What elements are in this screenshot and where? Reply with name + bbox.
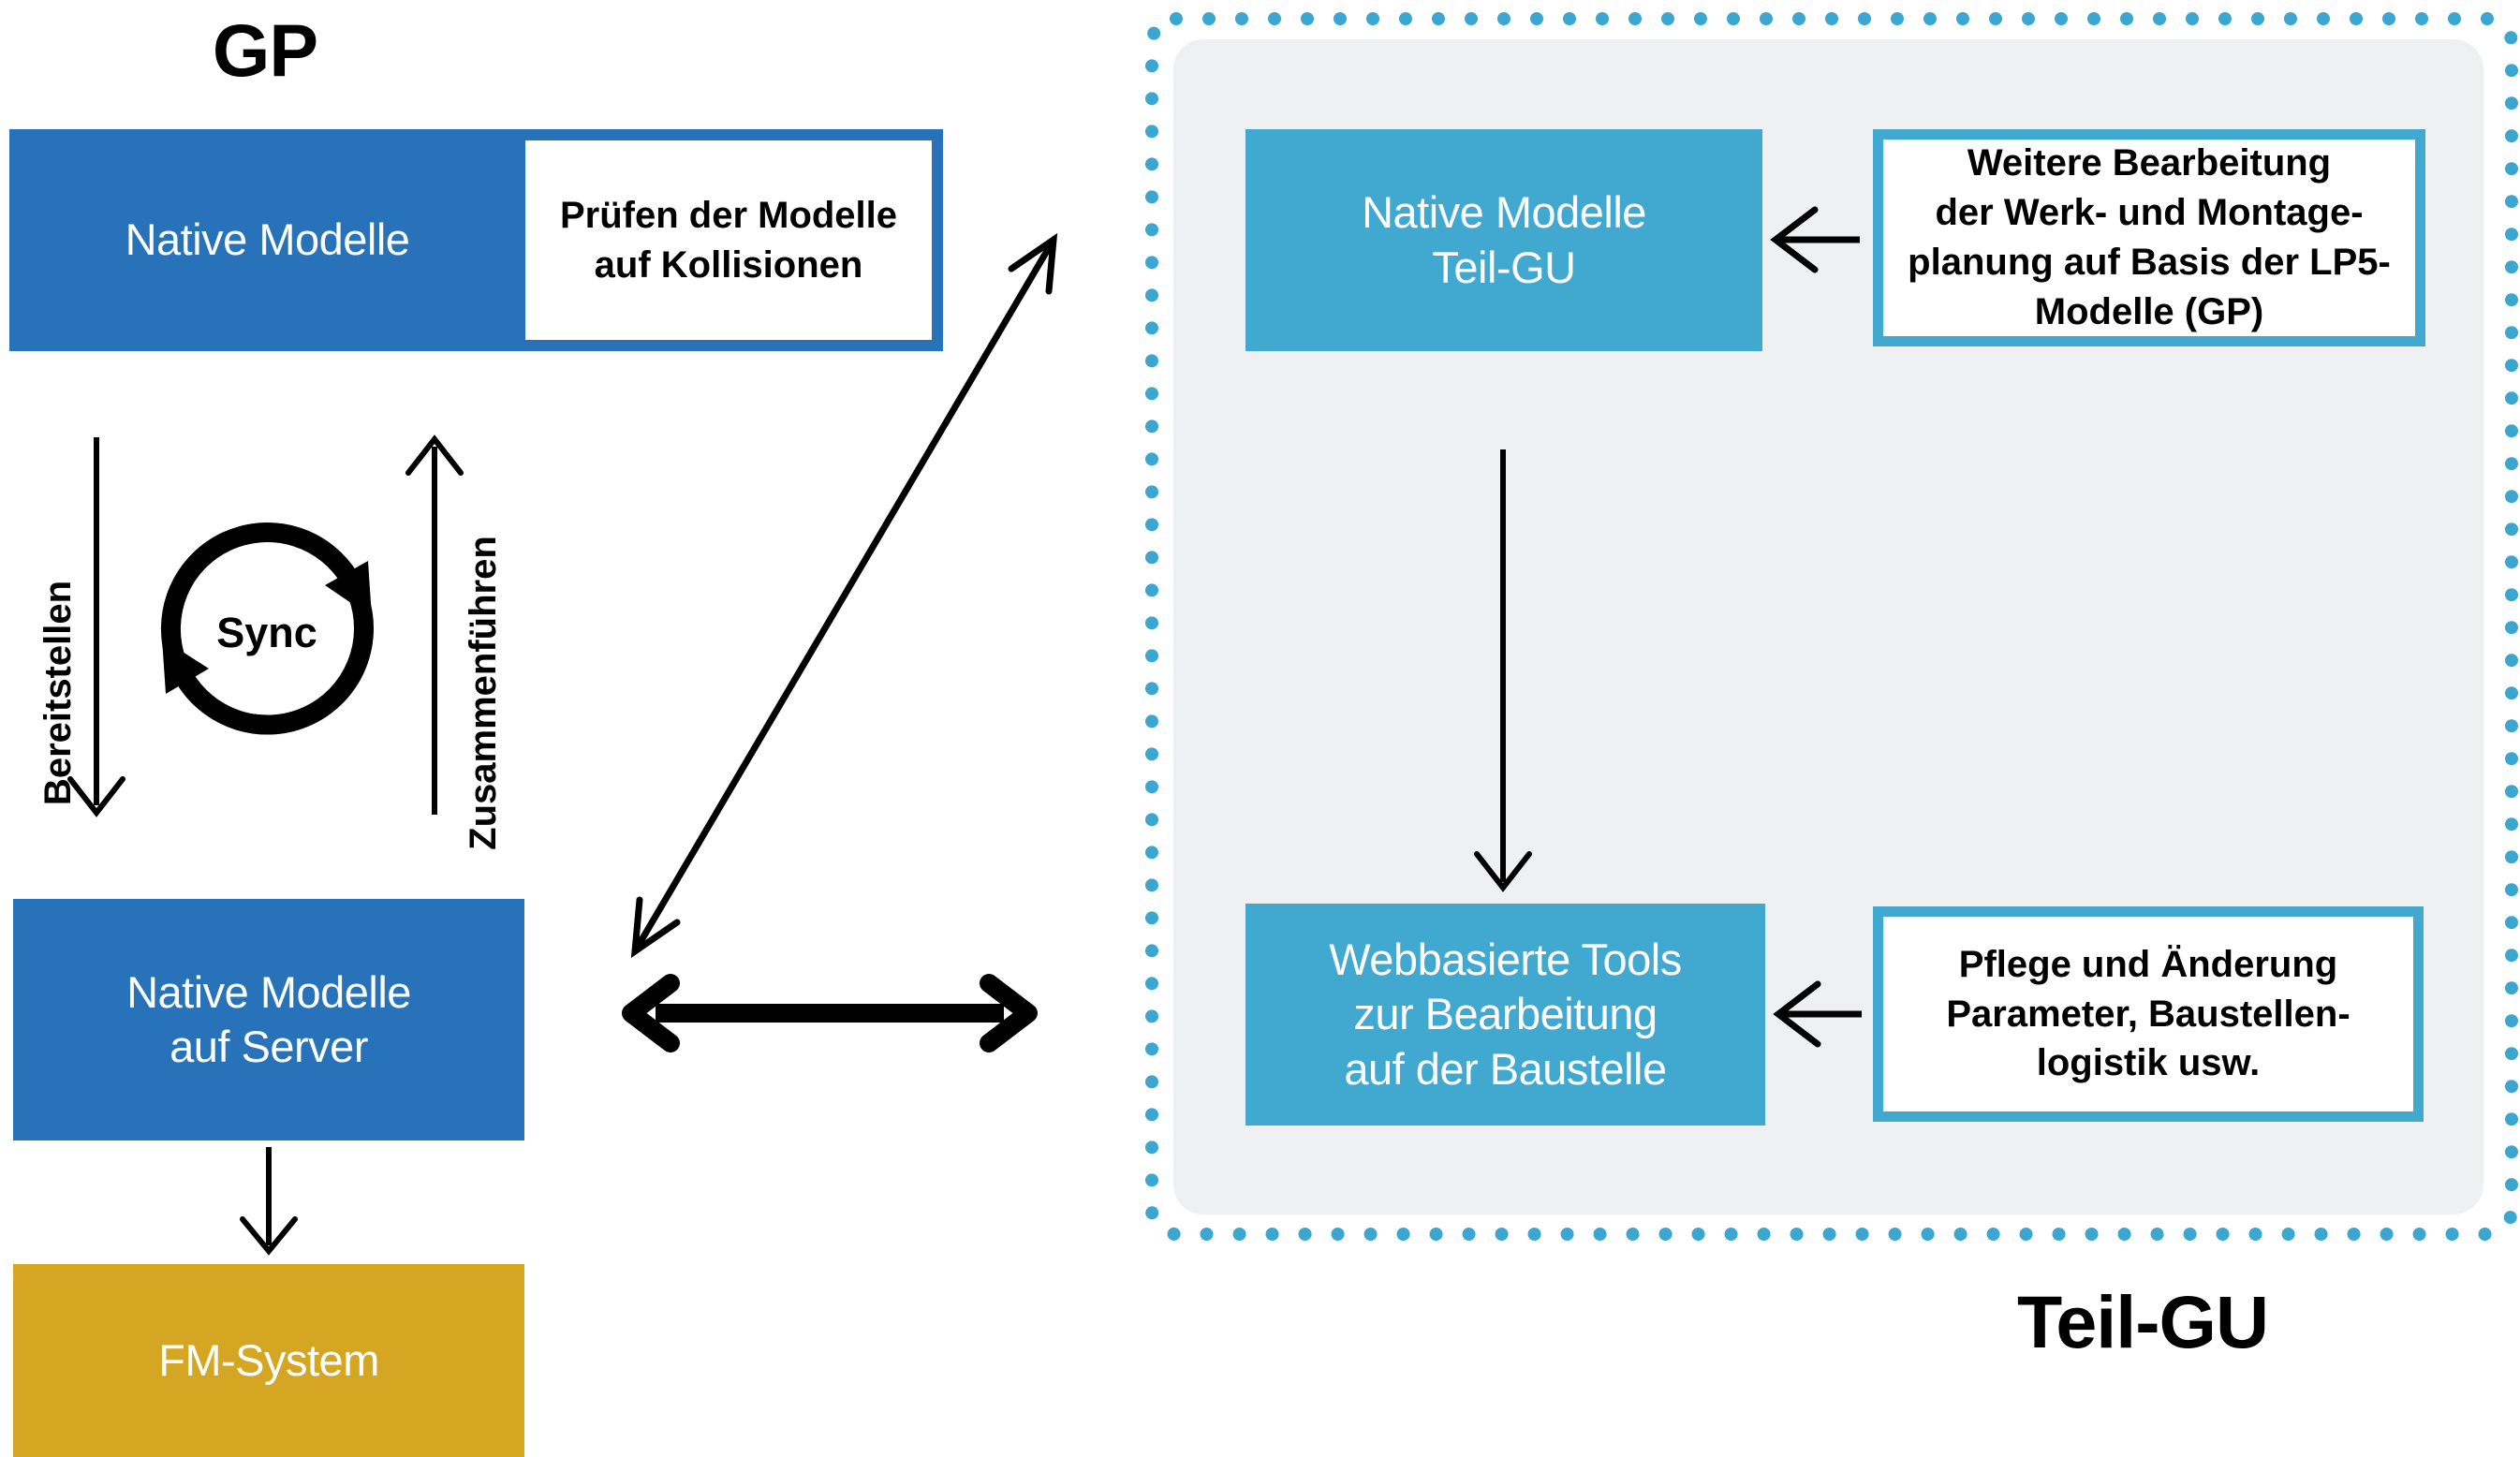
diagonal-double-arrow-icon: [630, 232, 1058, 959]
zusammenfuehren-label: Zusammenführen: [463, 536, 504, 850]
weitere-to-teilgu-arrow-icon: [1770, 206, 1860, 273]
native-modelle-teilgu-box: Native Modelle Teil-GU: [1245, 129, 1762, 351]
sync-label: Sync: [216, 609, 317, 656]
pflege-line-2: Parameter, Baustellen-: [1946, 993, 2351, 1035]
webbasierte-tools-box: Webbasierte Tools zur Bearbeitung auf de…: [1245, 904, 1765, 1126]
pruefen-line-1: Prüfen der Modelle: [559, 194, 898, 236]
teilgu-title: Teil-GU: [2016, 1280, 2269, 1363]
weitere-line-3: planung auf Basis der LP5-: [1908, 242, 2391, 283]
teilgu-box-line-1: Native Modelle: [1362, 187, 1646, 238]
weitere-bearbeitung-box: Weitere Bearbeitung der Werk- und Montag…: [1873, 129, 2425, 346]
thick-double-arrow-icon: [622, 974, 1038, 1052]
fm-system-label: FM-System: [158, 1334, 379, 1385]
pflege-line-1: Pflege und Änderung: [1958, 943, 2338, 985]
weitere-line-2: der Werk- und Montage-: [1935, 192, 2364, 234]
native-modelle-label: Native Modelle: [125, 214, 410, 265]
weitere-line-4: Modelle (GP): [2034, 290, 2264, 332]
zusammenfuehren-up-arrow-icon: [405, 434, 464, 815]
server-to-fm-arrow-icon: [240, 1147, 298, 1256]
pflege-aenderung-box: Pflege und Änderung Parameter, Baustelle…: [1873, 906, 2424, 1122]
native-modelle-server-box: Native Modelle auf Server: [13, 899, 524, 1141]
bereitstellen-label: Bereitstellen: [37, 580, 79, 806]
webtools-line-1: Webbasierte Tools: [1329, 935, 1682, 985]
bereitstellen-down-arrow-icon: [67, 437, 125, 817]
pflege-line-3: logistik usw.: [2036, 1042, 2261, 1084]
pruefen-kollisionen-box: Prüfen der Modelle auf Kollisionen: [525, 140, 932, 340]
pflege-to-webtools-arrow-icon: [1773, 980, 1862, 1048]
weitere-line-1: Weitere Bearbeitung: [1967, 142, 2332, 184]
teilgu-box-line-2: Teil-GU: [1432, 242, 1576, 292]
server-line-2: auf Server: [169, 1022, 368, 1071]
webtools-line-3: auf der Baustelle: [1344, 1043, 1667, 1094]
server-line-1: Native Modelle: [126, 966, 411, 1017]
teilgu-dotted-border-icon: [1145, 12, 2518, 1241]
pruefen-line-2: auf Kollisionen: [594, 243, 863, 286]
fm-system-box: FM-System: [13, 1264, 524, 1457]
sync-icon: [160, 522, 374, 735]
webtools-line-2: zur Bearbeitung: [1353, 989, 1658, 1039]
gp-title: GP: [212, 8, 318, 92]
native-modelle-box: Native Modelle Prüfen der Modelle auf Ko…: [9, 129, 943, 351]
teilgu-vertical-arrow-icon: [1474, 449, 1532, 892]
